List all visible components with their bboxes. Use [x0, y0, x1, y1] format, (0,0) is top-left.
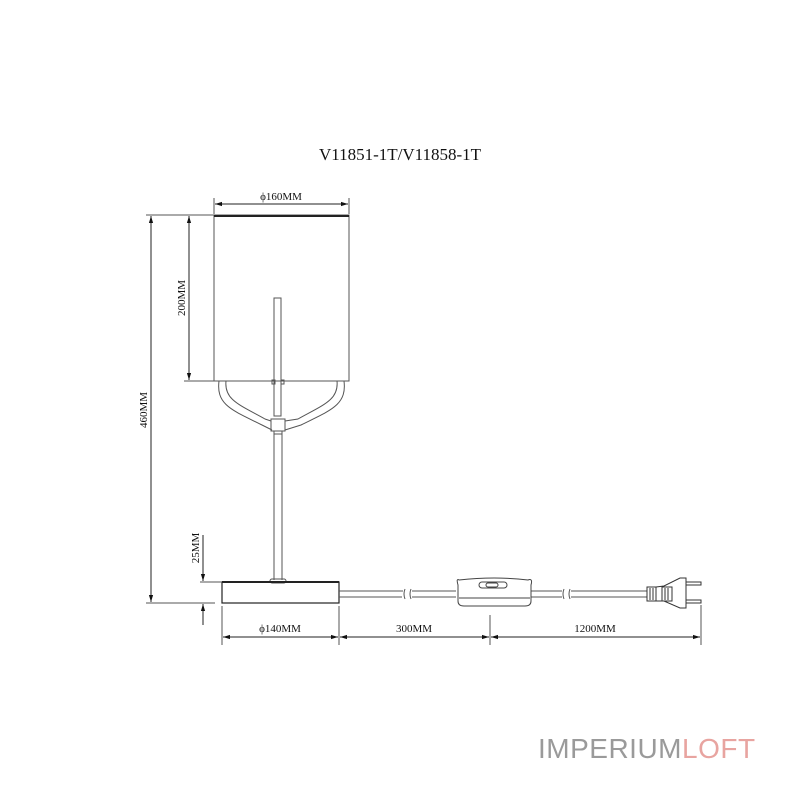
total-height-label: 460MM	[138, 392, 150, 428]
cord-to-switch-label: 300MM	[396, 623, 432, 635]
brand-logo: IMPERIUMLOFT	[538, 733, 756, 765]
switch-to-plug-label: 1200MM	[574, 623, 616, 635]
lamp-base	[221, 581, 340, 604]
drawing-title: V11851-1T/V11858-1T	[318, 145, 482, 164]
power-cord	[339, 588, 647, 600]
base-diameter-label: ϕ140MM	[259, 623, 301, 635]
inline-switch	[456, 577, 533, 607]
brand-logo-part1: IMPERIUM	[538, 733, 682, 764]
base-height-label: 25MM	[190, 533, 202, 564]
lamp-stem	[218, 297, 345, 584]
shade-height-label: 200MM	[176, 280, 188, 316]
brand-logo-part2: LOFT	[682, 733, 756, 764]
shade-diameter-label: ϕ160MM	[260, 191, 302, 203]
power-plug	[646, 577, 702, 609]
